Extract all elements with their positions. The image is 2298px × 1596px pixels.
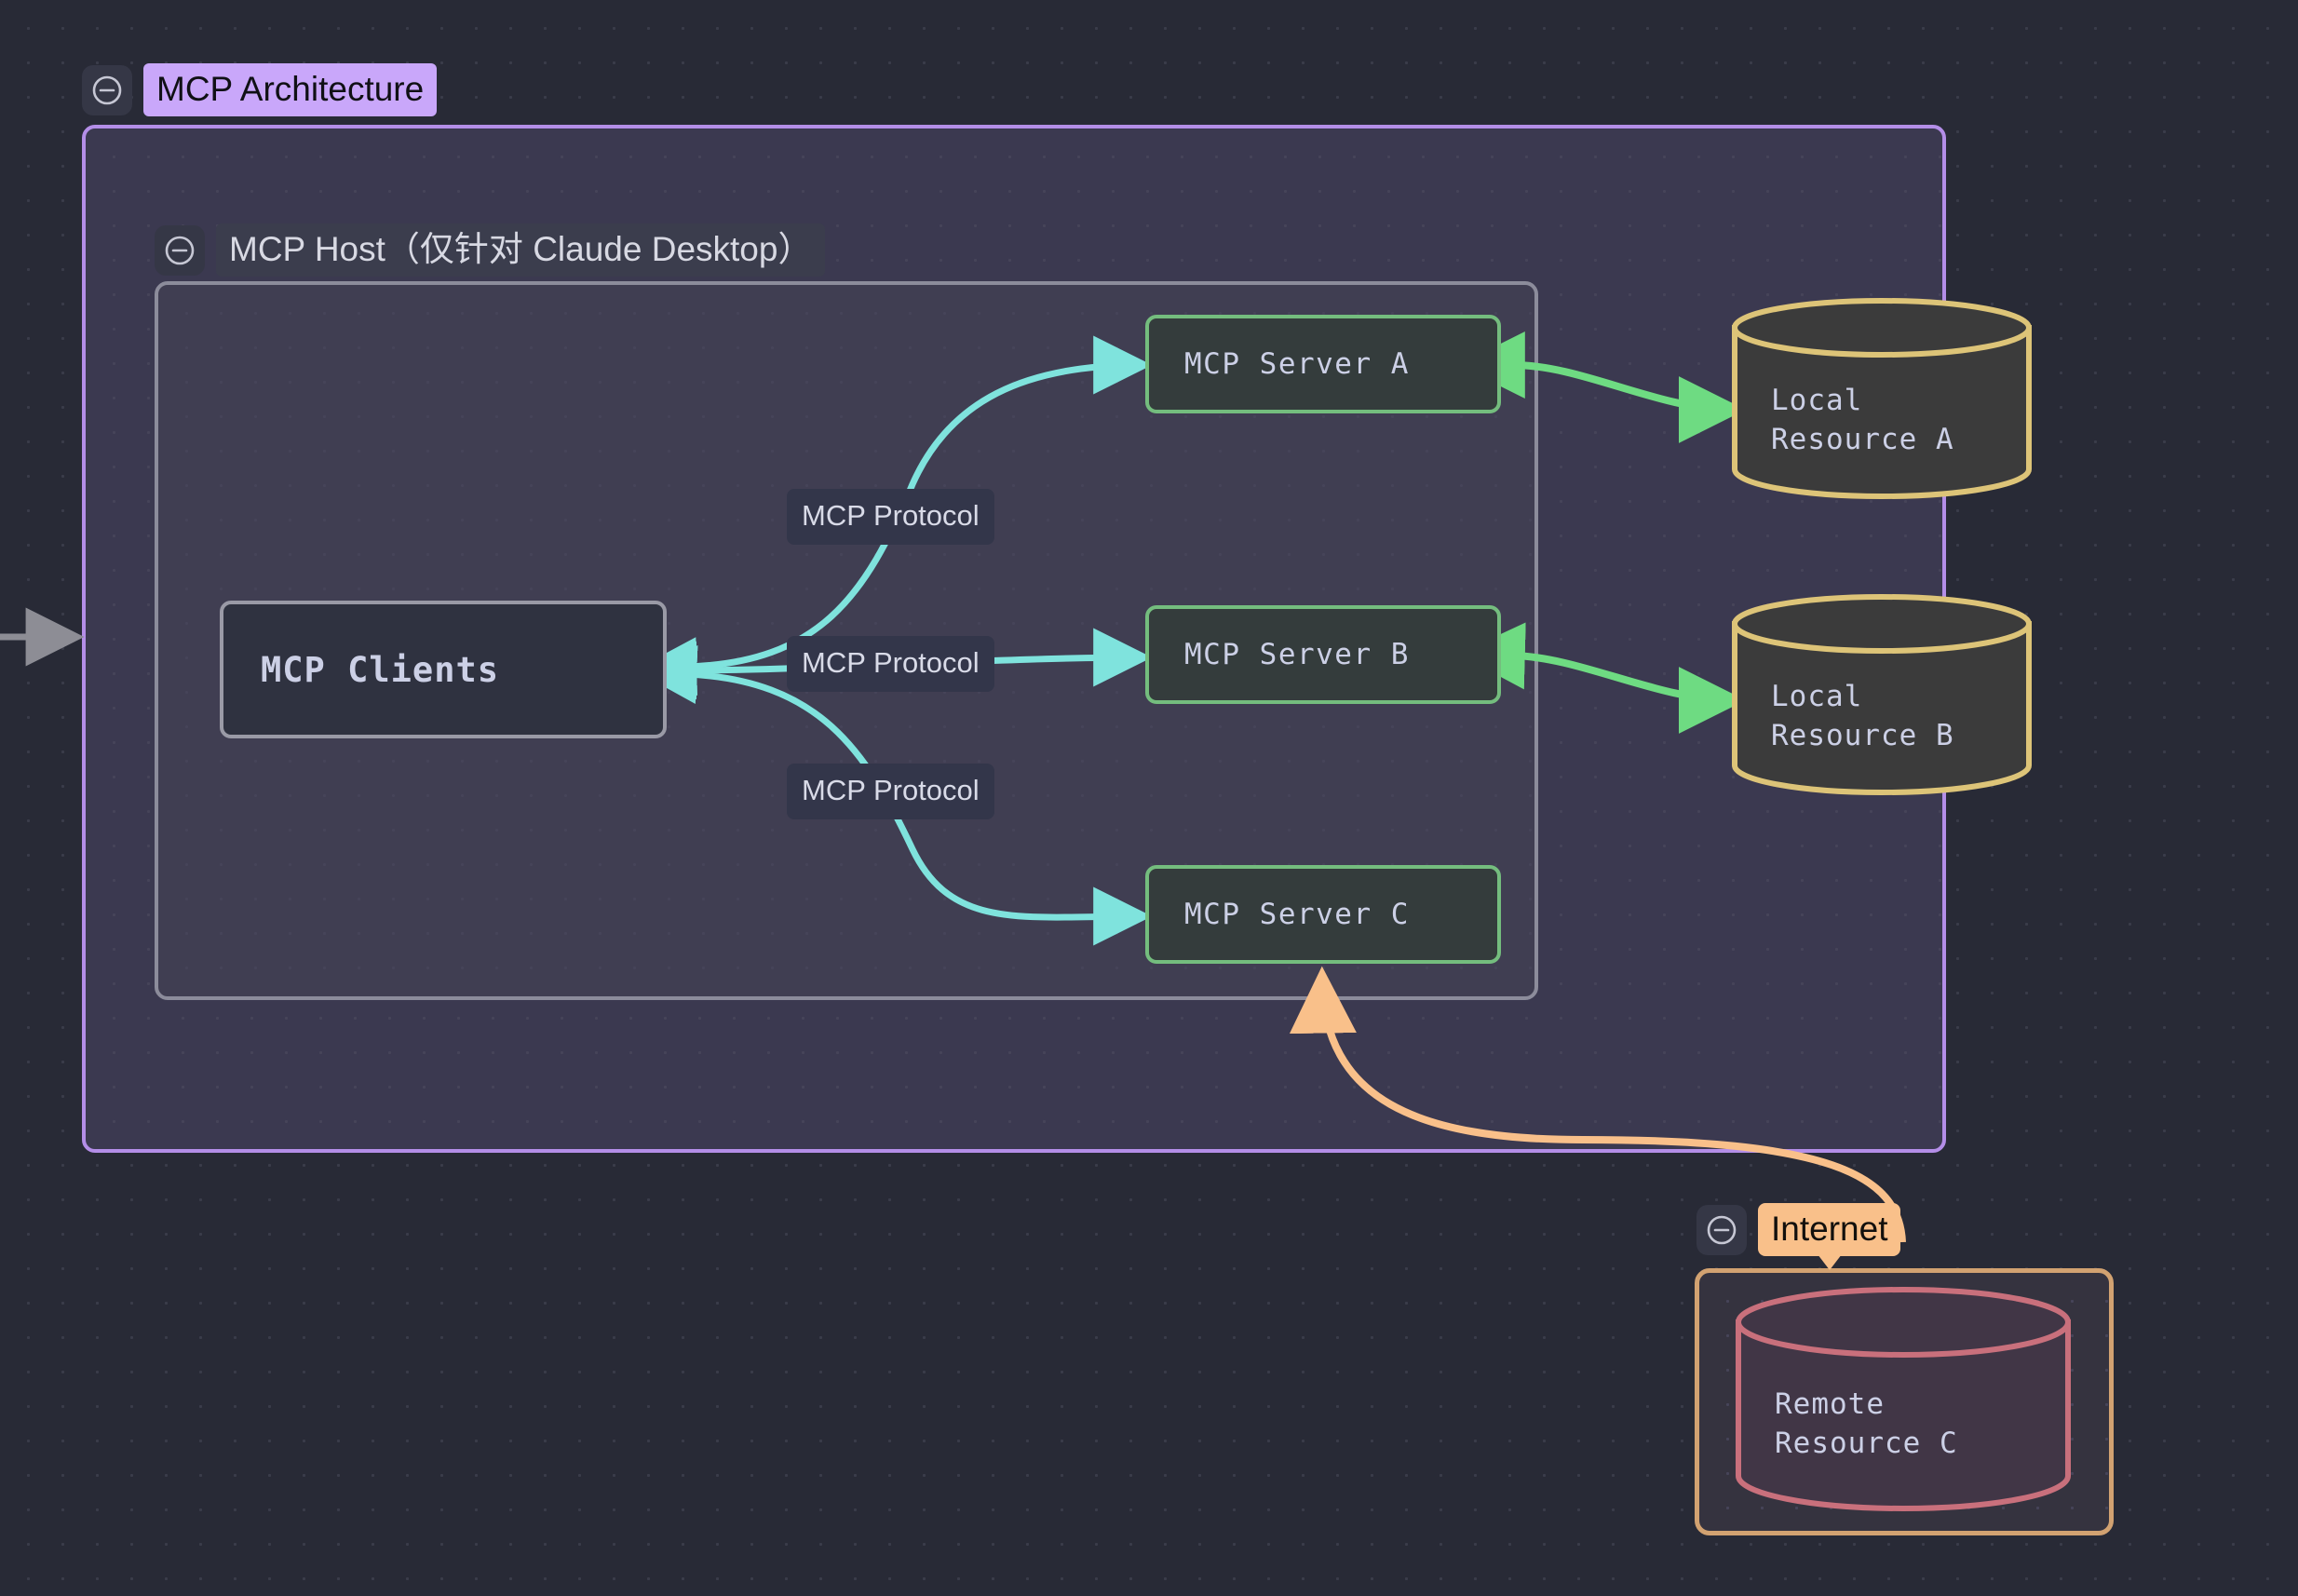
- group-header-mcp-architecture: MCP Architecture: [82, 63, 438, 116]
- group-header-mcp-host: MCP Host（仅针对 Claude Desktop）: [155, 223, 826, 277]
- node-label-local-resource-a: Local Resource A: [1771, 384, 1954, 456]
- edge-label-mcp-protocol-a: MCP Protocol: [787, 489, 994, 545]
- node-label-mcp-server-c: MCP Server C: [1184, 898, 1410, 931]
- minus-circle-icon[interactable]: [1696, 1204, 1747, 1255]
- group-header-internet: Internet: [1696, 1203, 1901, 1270]
- node-remote-resource-c[interactable]: Remote Resource C: [1734, 1285, 2073, 1518]
- group-label-mcp-architecture[interactable]: MCP Architecture: [143, 63, 438, 116]
- minus-circle-icon[interactable]: [155, 224, 205, 276]
- minus-circle-icon[interactable]: [82, 64, 132, 115]
- edge-label-mcp-protocol-c: MCP Protocol: [787, 764, 994, 819]
- node-label-mcp-clients: MCP Clients: [261, 649, 500, 690]
- edge-label-mcp-protocol-b: MCP Protocol: [787, 636, 994, 692]
- node-label-local-resource-b: Local Resource B: [1771, 680, 1954, 752]
- node-mcp-server-c[interactable]: MCP Server C: [1145, 865, 1501, 964]
- node-label-remote-resource-c: Remote Resource C: [1775, 1387, 1958, 1460]
- node-mcp-clients[interactable]: MCP Clients: [220, 601, 667, 738]
- node-label-mcp-server-b: MCP Server B: [1184, 638, 1410, 671]
- node-mcp-server-a[interactable]: MCP Server A: [1145, 315, 1501, 413]
- node-mcp-server-b[interactable]: MCP Server B: [1145, 605, 1501, 704]
- node-local-resource-a[interactable]: Local Resource A: [1730, 296, 2034, 501]
- node-local-resource-b[interactable]: Local Resource B: [1730, 592, 2034, 797]
- group-label-internet[interactable]: Internet: [1758, 1203, 1901, 1270]
- node-label-mcp-server-a: MCP Server A: [1184, 347, 1410, 381]
- group-label-mcp-host[interactable]: MCP Host（仅针对 Claude Desktop）: [216, 223, 826, 277]
